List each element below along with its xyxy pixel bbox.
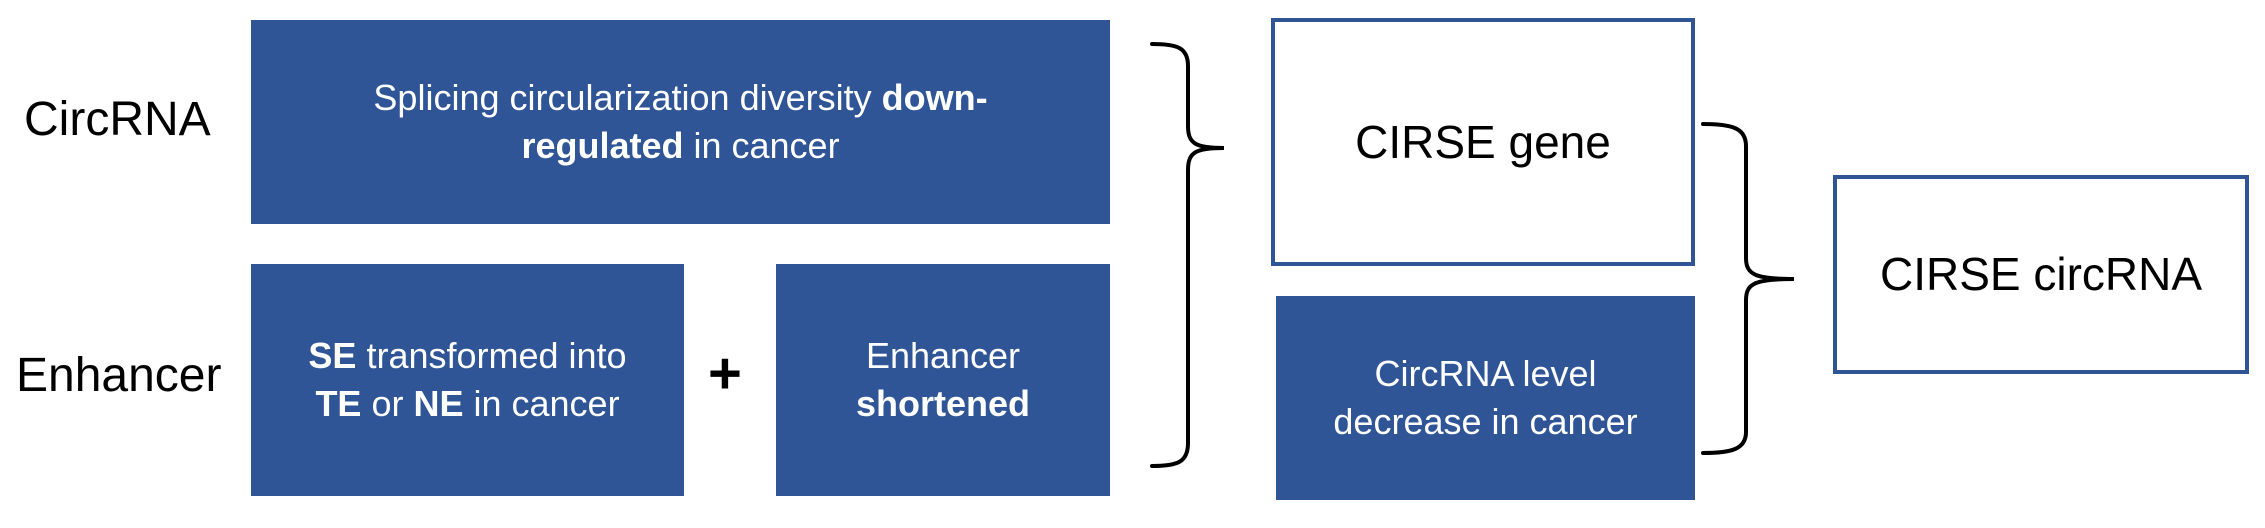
splicing-text-bold1: down- <box>881 77 988 119</box>
se-transformed-box: SE transformed into TE or NE in cancer <box>251 264 684 496</box>
splicing-diversity-box: Splicing circularization diversity down-… <box>251 20 1110 224</box>
right-curly-bracket <box>1701 122 1795 455</box>
ne-text-bold: NE <box>413 383 464 424</box>
cirse-circrna-box: CIRSE circRNA <box>1833 175 2249 374</box>
te-text-bold: TE <box>315 383 362 424</box>
cirse-circrna-label: CIRSE circRNA <box>1879 248 2203 301</box>
cirse-gene-label: CIRSE gene <box>1355 115 1611 168</box>
se-text-bold: SE <box>308 335 357 377</box>
in-cancer-text: in cancer <box>463 383 620 424</box>
left-curly-bracket <box>1150 42 1225 468</box>
enhancer-shortened-box: Enhancer shortened <box>776 264 1110 496</box>
or-text: or <box>361 383 414 424</box>
shortened-text-bold: shortened <box>855 383 1031 424</box>
splicing-text-line2: in cancer <box>683 125 840 166</box>
enhancer-text: Enhancer <box>865 335 1021 377</box>
circrna-level-line2: decrease in cancer <box>1333 401 1638 442</box>
splicing-text-line1: Splicing circularization diversity <box>373 77 882 119</box>
splicing-text-bold2: regulated <box>521 125 684 166</box>
plus-operator: + <box>708 341 742 406</box>
circrna-level-box: CircRNA level decrease in cancer <box>1276 296 1695 500</box>
row-label-enhancer: Enhancer <box>16 349 222 402</box>
row-label-circrna: CircRNA <box>24 93 211 146</box>
se-text-line1: transformed into <box>356 335 627 377</box>
cirse-gene-box: CIRSE gene <box>1271 18 1695 266</box>
circrna-level-line1: CircRNA level <box>1374 353 1597 395</box>
